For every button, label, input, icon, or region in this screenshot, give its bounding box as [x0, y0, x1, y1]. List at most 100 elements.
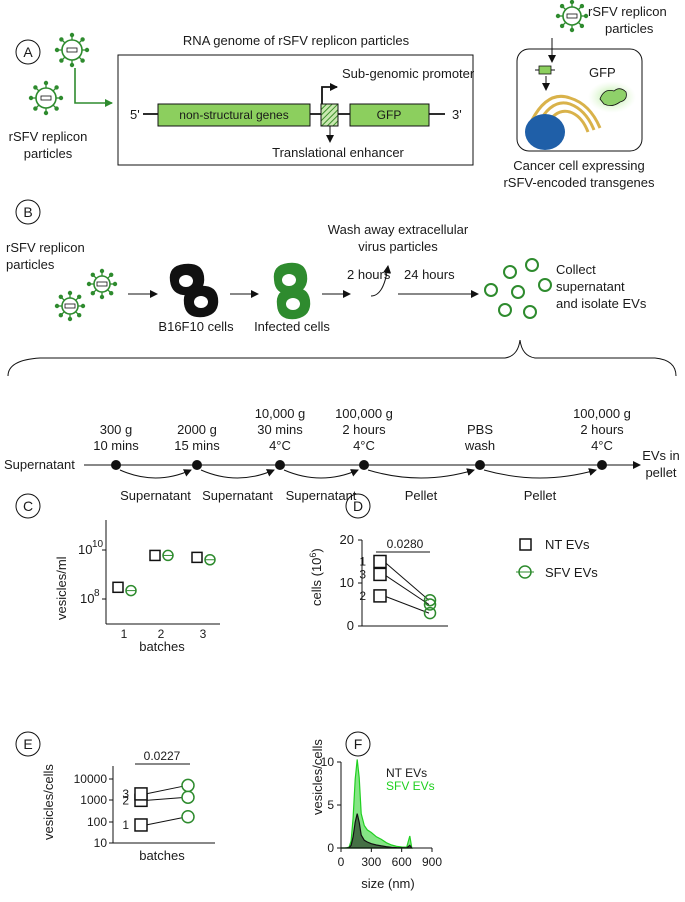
cell-caption-line1: Cancer cell expressing — [513, 158, 645, 173]
d-ytick-10: 10 — [340, 575, 354, 590]
panel-f-label: F — [354, 736, 363, 752]
step-3-line-1: 10,000 g — [255, 406, 306, 421]
c-nt-point-2 — [149, 549, 161, 562]
d-sfv-point-3 — [423, 606, 437, 620]
e-pair-line-2 — [145, 796, 188, 801]
step-1-node — [111, 460, 121, 470]
e-ytick-10: 10 — [94, 836, 108, 850]
legend-sfv-label: SFV EVs — [545, 565, 598, 580]
e-sfv-point-3 — [181, 778, 195, 793]
c-nt-point-1 — [112, 581, 124, 594]
e-pair-line-1 — [145, 816, 188, 826]
panel-e-label: E — [23, 736, 32, 752]
f-xtick-label-900: 900 — [422, 855, 442, 869]
five-prime-label: 5' — [130, 107, 140, 122]
step-5-line-2: wash — [464, 438, 495, 453]
collect-line3: and isolate EVs — [556, 296, 647, 311]
e-point-label-3: 3 — [122, 787, 129, 801]
d-ytick-20: 20 — [340, 532, 354, 547]
f-xtick-label-300: 300 — [361, 855, 381, 869]
d-pair-line-2 — [383, 573, 430, 605]
step-5-node — [475, 460, 485, 470]
c-nt-point-3 — [191, 551, 203, 564]
subgenomic-label: Sub-genomic promoter — [342, 66, 475, 81]
twentyfour-hours-label: 24 hours — [404, 267, 455, 282]
f-ylabel: vesicles/cells — [310, 739, 325, 815]
b-particles-line1: rSFV replicon — [6, 240, 85, 255]
transfer-arrow-2 — [200, 469, 275, 479]
pipeline-start: Supernatant — [4, 457, 75, 472]
transfer-label-1: Supernatant — [120, 488, 191, 503]
f-xtick-label-600: 600 — [392, 855, 412, 869]
d-pvalue: 0.0280 — [387, 537, 424, 551]
transfer-label-4: Pellet — [405, 488, 438, 503]
step-4-node — [359, 460, 369, 470]
cell-gfp-label: GFP — [589, 65, 616, 80]
b16-cells-icon — [169, 263, 219, 318]
promoter-arrow — [321, 83, 338, 104]
pipeline-end-line1: EVs in — [642, 448, 680, 463]
wash-line1: Wash away extracellular — [328, 222, 469, 237]
d-sfv-point-2 — [423, 598, 437, 611]
wash-line2: virus particles — [358, 239, 438, 254]
step-1-line-2: 10 mins — [93, 438, 139, 453]
transfer-label-3: Supernatant — [286, 488, 357, 503]
infected-label: Infected cells — [254, 319, 330, 334]
c-ytick-2-exp: 10 — [92, 539, 104, 550]
enhancer-label: Translational enhancer — [272, 145, 404, 160]
step-3-line-3: 4°C — [269, 438, 291, 453]
panel-d-label: D — [353, 498, 363, 514]
enhancer-box — [320, 103, 339, 127]
step-6-line-1: 100,000 g — [573, 406, 631, 421]
panel-b-label: B — [23, 204, 32, 220]
e-ytick-1000: 1000 — [80, 793, 107, 807]
e-ytick-100: 100 — [87, 815, 107, 829]
particles-label-line2: particles — [24, 146, 73, 161]
step-4-line-3: 4°C — [353, 438, 375, 453]
e-nt-point-3 — [134, 787, 148, 801]
e-xlabel: batches — [139, 848, 185, 863]
nonstructural-genes-box — [157, 103, 311, 127]
panel-c-label: C — [23, 498, 33, 514]
d-nt-point-2 — [373, 567, 387, 582]
transfer-label-5: Pellet — [524, 488, 557, 503]
d-point-label-2: 3 — [359, 567, 366, 581]
collect-line2: supernatant — [556, 279, 625, 294]
panel-a-label: A — [23, 44, 33, 60]
nucleus-icon — [525, 114, 565, 150]
cell-particles-line2: particles — [605, 21, 654, 36]
e-points: 123 — [122, 778, 195, 832]
rna-mini-icon — [538, 65, 552, 75]
f-series — [341, 759, 414, 849]
f-ytick-label-10: 10 — [321, 755, 335, 769]
transfer-arrow-4 — [367, 468, 475, 479]
e-point-label-2: 2 — [122, 793, 129, 807]
f-xtick-label-0: 0 — [338, 855, 345, 869]
transfer-label-2: Supernatant — [202, 488, 273, 503]
genome-title: RNA genome of rSFV replicon particles — [183, 33, 410, 48]
step-3-node — [275, 460, 285, 470]
step-5-line-1: PBS — [467, 422, 493, 437]
infected-cells-icon — [273, 262, 311, 320]
wash-arrow — [370, 265, 392, 297]
d-nt-point-1 — [373, 554, 387, 569]
d-point-label-1: 1 — [359, 555, 366, 569]
d-point-label-3: 2 — [359, 589, 366, 603]
panel-d: D 20 10 0 cells (106) 0.0280 132 NT EVs … — [308, 493, 598, 633]
svg-text:cells (106): cells (106) — [308, 548, 324, 606]
c-batch-label-3: 3 — [200, 627, 207, 641]
d-pair-line-3 — [383, 595, 430, 614]
e-sfv-point-1 — [181, 810, 195, 824]
entry-arrow — [74, 68, 113, 107]
virus-particles-icon — [54, 268, 118, 322]
d-sfv-point-1 — [423, 593, 437, 607]
e-sfv-point-2 — [181, 790, 195, 804]
e-nt-point-1 — [134, 818, 148, 832]
d-points: 13 2 — [359, 554, 437, 620]
c-ytick-2: 10 — [78, 542, 92, 557]
f-ytick-label-5: 5 — [327, 798, 334, 812]
two-hours-label: 2 hours — [347, 267, 391, 282]
